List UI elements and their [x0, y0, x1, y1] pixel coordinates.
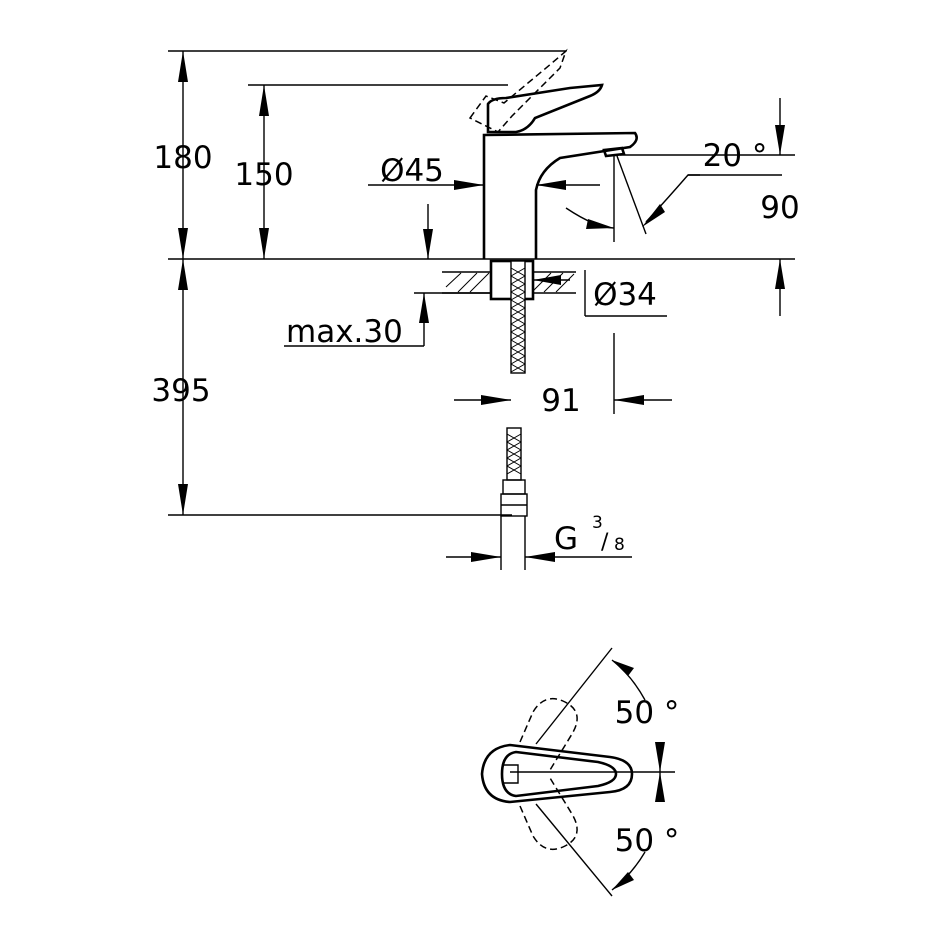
supply-hose [500, 427, 528, 570]
dimension-diameter-34 [533, 270, 667, 317]
label-mount-diameter: Ø34 [593, 277, 657, 313]
dimension-diameter-45 [368, 180, 600, 190]
label-connection-fraction-den: 8 [614, 535, 625, 555]
angle-leg-lower [535, 803, 613, 897]
lever-raised-outline [468, 48, 568, 133]
dimension-angle-50-lower [611, 772, 665, 891]
label-connection-fraction-num: 3 [592, 513, 603, 533]
label-spout-angle: 20 ° [703, 138, 768, 174]
mounting-shank [489, 259, 535, 374]
angle-leg-upper [535, 647, 613, 745]
lever-top-outline [480, 743, 634, 804]
lever-rotated-lower [519, 777, 578, 851]
dimension-91 [454, 333, 672, 414]
label-spout-height: 150 [234, 157, 293, 193]
label-spout-projection-height: 90 [760, 190, 799, 226]
label-lever-angle-lower: 50 ° [615, 823, 680, 859]
label-max-deck-thickness: max.30 [286, 314, 403, 350]
label-total-height: 180 [153, 140, 212, 176]
lever-top-inner [500, 750, 618, 798]
side-view: 180 150 Ø45 [151, 48, 800, 570]
label-lever-angle-upper: 50 ° [615, 695, 680, 731]
faucet-body [482, 131, 638, 259]
label-body-diameter: Ø45 [380, 153, 444, 189]
dimension-angle-50-upper [611, 659, 665, 772]
lever-top-pivot [502, 764, 519, 784]
dimension-180 [178, 51, 188, 259]
dimension-connection-thread [446, 552, 632, 562]
label-connection-thread: G [554, 521, 578, 557]
dimension-spout-projection [620, 98, 795, 316]
label-hose-length: 395 [151, 373, 210, 409]
lever-rotated-upper [519, 697, 578, 771]
dimension-angle-20 [565, 155, 782, 242]
dimension-395 [178, 259, 188, 515]
label-spout-reach: 91 [541, 383, 580, 419]
dimension-150 [259, 85, 269, 259]
top-view: 50 ° 50 ° [480, 647, 680, 897]
fraction-slash: / [601, 530, 609, 555]
